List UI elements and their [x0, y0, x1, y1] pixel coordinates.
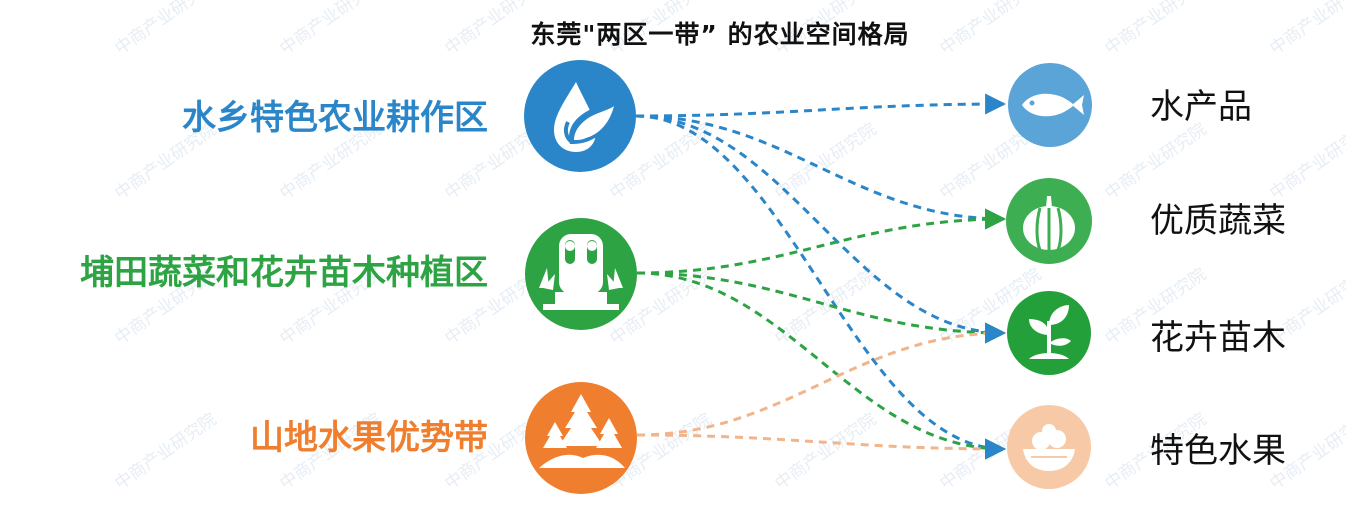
- seedling-icon: [1007, 291, 1091, 375]
- product-label-vegetables: 优质蔬菜: [1150, 201, 1286, 241]
- product-label-fruit: 特色水果: [1150, 431, 1286, 471]
- connector-arrow: [636, 271, 1007, 460]
- product-label-flowers-seedlings: 花卉苗木: [1150, 318, 1286, 358]
- connector-arrow: [636, 322, 1007, 437]
- zone-label-mountain-fruit: 山地水果优势带: [250, 418, 488, 458]
- connector-arrow: [636, 271, 1007, 344]
- pumpkin-icon: [1006, 178, 1092, 264]
- fruit-basket-icon: [1007, 405, 1091, 489]
- connector-arrow: [636, 208, 1007, 275]
- zone-label-putian-vegetable-flower: 埔田蔬菜和花卉苗木种植区: [80, 253, 488, 293]
- connector-arrow: [636, 433, 1007, 460]
- connector-arrow: [635, 114, 1007, 344]
- connector-arrow: [635, 114, 1007, 460]
- fish-icon: [1008, 63, 1092, 147]
- connector-arrow: [635, 114, 1007, 230]
- zone-label-water-village: 水乡特色农业耕作区: [182, 98, 488, 138]
- product-label-aquatic: 水产品: [1150, 87, 1252, 127]
- pine-trees-icon: [525, 382, 637, 494]
- diagram-title: 东莞"两区一带” 的农业空间格局: [530, 20, 910, 49]
- connector-arrow: [635, 93, 1007, 118]
- plant-pot-icon: [525, 218, 637, 330]
- water-leaf-icon: [524, 60, 636, 172]
